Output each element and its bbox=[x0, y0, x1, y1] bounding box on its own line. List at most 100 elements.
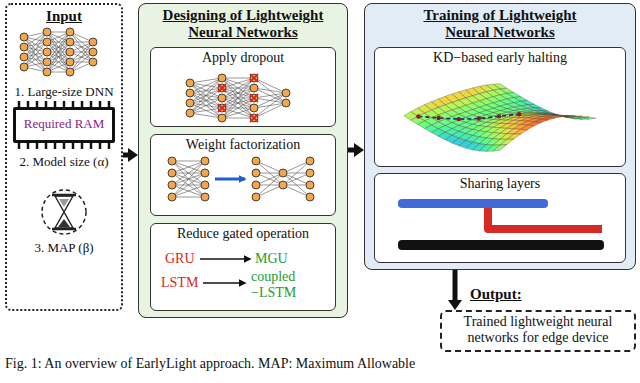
text-holder: Sharing layers bbox=[375, 176, 625, 192]
text-holder: MGU bbox=[255, 251, 299, 267]
network-link bbox=[254, 103, 286, 118]
network-neuron bbox=[306, 181, 314, 189]
network-neuron bbox=[201, 181, 209, 189]
text-holder: Trained lightweight neural networks for … bbox=[444, 314, 632, 346]
trajectory-point bbox=[517, 112, 521, 116]
network-link bbox=[190, 88, 222, 113]
surface-patch bbox=[493, 144, 507, 151]
node-text: 3. MAP (β) bbox=[7, 241, 121, 256]
network-neuron bbox=[250, 104, 258, 112]
chip-pin bbox=[54, 143, 57, 149]
text-holder: 2. Model size (α) bbox=[7, 155, 121, 170]
network-neuron bbox=[250, 74, 258, 82]
network-neuron bbox=[306, 157, 314, 165]
node-title: Weight factorization bbox=[151, 137, 335, 153]
network-neuron bbox=[250, 84, 258, 92]
panel-box: KD−based early haltingSharing layersTrai… bbox=[364, 3, 636, 270]
chip-pin bbox=[72, 143, 75, 149]
network-link bbox=[222, 78, 254, 98]
box-fill bbox=[150, 47, 336, 127]
box-fill bbox=[150, 223, 336, 311]
network-link bbox=[47, 32, 70, 62]
network-link bbox=[172, 161, 205, 173]
surface-patch bbox=[500, 139, 514, 145]
network-neuron bbox=[252, 193, 260, 201]
text-holder: Training of Lightweight Neural Networks bbox=[400, 7, 600, 42]
dropout-cross bbox=[218, 84, 226, 92]
network-link bbox=[172, 161, 205, 162]
hourglass-caps bbox=[52, 195, 76, 229]
network-neuron bbox=[66, 58, 74, 66]
network-neuron bbox=[218, 94, 226, 102]
network-neuron bbox=[218, 74, 226, 82]
network-link bbox=[222, 78, 254, 88]
hourglass-sand bbox=[59, 199, 69, 207]
network-neuron bbox=[43, 28, 51, 36]
box-backgrounds bbox=[5, 3, 636, 352]
network-link bbox=[70, 42, 93, 72]
hourglass-icon bbox=[42, 190, 86, 234]
box-fill bbox=[138, 3, 348, 318]
text-holder: Required RAM bbox=[16, 117, 112, 132]
box-fill bbox=[440, 310, 636, 352]
network-link bbox=[254, 78, 286, 93]
text-holder: Apply dropout bbox=[151, 50, 335, 66]
process-box: Required RAM bbox=[13, 107, 115, 143]
chip-pin bbox=[90, 143, 93, 149]
network-neuron bbox=[250, 94, 258, 102]
node-title: Reduce gated operation bbox=[151, 226, 335, 242]
network-link bbox=[190, 98, 222, 113]
process-box: Sharing layers bbox=[374, 173, 626, 263]
node-title: Input bbox=[7, 8, 121, 25]
chip-pin bbox=[36, 143, 39, 149]
training-trajectory bbox=[418, 114, 519, 119]
shared-layers-icon bbox=[398, 199, 604, 250]
network-link bbox=[222, 88, 254, 118]
network-link bbox=[172, 161, 205, 185]
chip-pin bbox=[108, 143, 111, 149]
node-text: 2. Model size (α) bbox=[7, 155, 121, 170]
network-neuron bbox=[66, 48, 74, 56]
flow-arrow bbox=[453, 270, 458, 301]
dropout-cross bbox=[250, 74, 258, 82]
network-link bbox=[172, 161, 205, 173]
loss-surface bbox=[404, 84, 596, 152]
box-fill bbox=[150, 134, 336, 216]
network-link bbox=[190, 78, 222, 113]
layer-bar bbox=[398, 199, 548, 208]
dropout-cross bbox=[250, 114, 258, 122]
gate-arrow bbox=[203, 282, 245, 284]
network-neuron bbox=[201, 157, 209, 165]
dropout-network bbox=[186, 74, 290, 122]
text-holder: 3. MAP (β) bbox=[7, 241, 121, 256]
node-title: Designing of Lightweight Neural Networks bbox=[143, 7, 343, 42]
flow-arrow bbox=[123, 153, 129, 158]
text-holder: LSTM bbox=[161, 275, 205, 291]
trajectory-point bbox=[416, 114, 420, 118]
hourglass-body bbox=[55, 196, 73, 228]
box-fill bbox=[13, 107, 115, 143]
network-link bbox=[172, 185, 205, 197]
network-neuron bbox=[252, 169, 260, 177]
node-title: Sharing layers bbox=[375, 176, 625, 192]
network-neuron bbox=[282, 99, 290, 107]
network-neuron bbox=[306, 169, 314, 177]
network-neuron bbox=[43, 48, 51, 56]
surface-patch bbox=[527, 122, 541, 126]
network-neuron bbox=[66, 28, 74, 36]
network-link bbox=[222, 78, 254, 88]
network-neuron bbox=[66, 38, 74, 46]
node-text: coupled −LSTM bbox=[251, 269, 323, 301]
network-neuron bbox=[168, 193, 176, 201]
network-neuron bbox=[306, 193, 314, 201]
network-neuron bbox=[43, 58, 51, 66]
network-neuron bbox=[20, 43, 28, 51]
network-neuron bbox=[168, 169, 176, 177]
process-box: Apply dropout bbox=[150, 47, 336, 127]
chip-pin bbox=[63, 143, 66, 149]
network-neuron bbox=[89, 38, 97, 46]
network-link bbox=[172, 161, 205, 197]
timer-ring bbox=[42, 190, 86, 234]
process-box: Reduce gated operationGRUMGULSTMcoupled … bbox=[150, 223, 336, 311]
